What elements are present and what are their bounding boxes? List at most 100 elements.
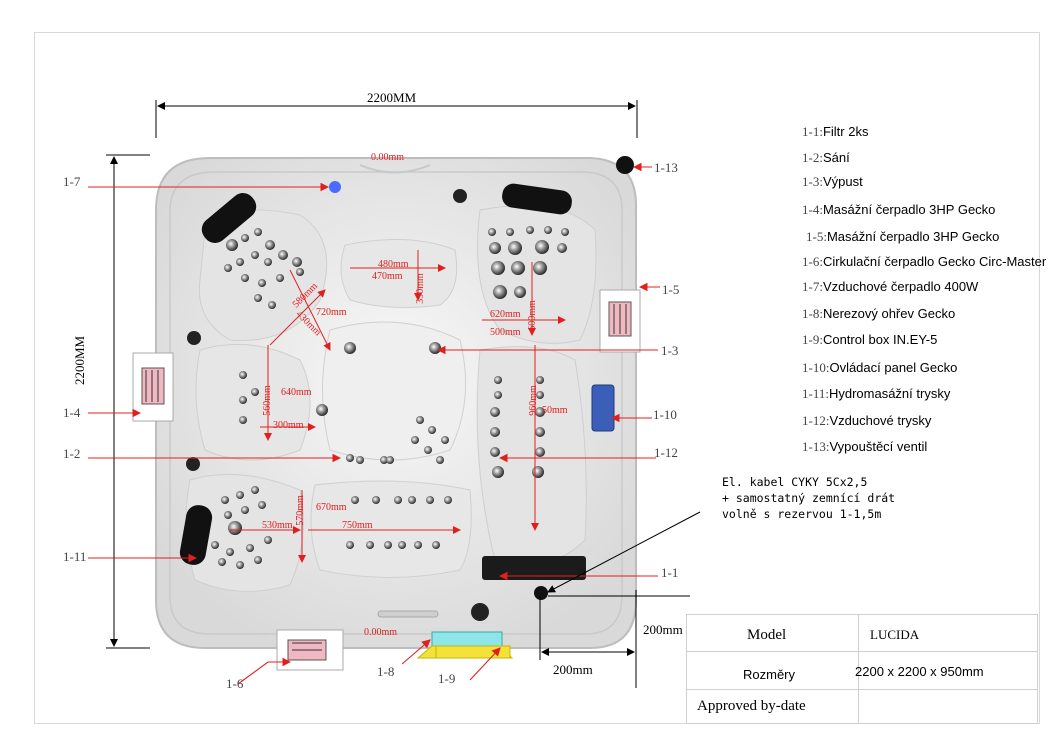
jet	[436, 456, 444, 464]
jet	[561, 228, 569, 236]
size-value: 2200 x 2200 x 950mm	[855, 664, 984, 679]
inner-dimensions	[230, 250, 566, 563]
jet	[239, 396, 247, 404]
suction-left	[187, 331, 201, 345]
legend-item: 1-4:Masážní čerpadlo 3HP Gecko	[802, 202, 995, 218]
jet	[372, 496, 380, 504]
jet	[535, 427, 545, 437]
legend-item: 1-9:Control box IN.EY-5	[802, 332, 937, 348]
jet	[218, 558, 226, 566]
step-cover	[482, 556, 586, 580]
height-dimension	[106, 154, 150, 649]
callout-1-9: 1-9	[438, 671, 456, 686]
jet	[429, 342, 441, 354]
legend-item: 1-1:Filtr 2ks	[802, 124, 868, 140]
jet	[265, 240, 275, 250]
title-block-divider-h2	[687, 689, 1037, 690]
width-label: 2200MM	[367, 90, 417, 105]
jet	[292, 257, 302, 267]
jet	[532, 466, 544, 478]
tub-rim	[169, 171, 623, 635]
jet	[416, 416, 424, 424]
jet	[408, 496, 416, 504]
jet	[492, 466, 504, 478]
legend-code: 1-6:	[802, 254, 823, 269]
dim-bottom-zero: 0.00mm	[364, 627, 398, 638]
jet	[508, 241, 522, 255]
seat-bottom-mid	[310, 480, 472, 578]
title-block-divider-h1	[687, 651, 1037, 652]
legend-label: Vzduchové čerpadlo 400W	[822, 279, 979, 294]
pump-1-6	[276, 629, 344, 671]
dim-720: 720mm	[316, 307, 347, 318]
dim-500: 500mm	[490, 327, 521, 338]
headrest-top-right	[502, 183, 572, 215]
jet	[533, 261, 547, 275]
jet	[411, 436, 419, 444]
electric-inlet	[534, 586, 548, 600]
jet	[535, 447, 545, 457]
jet	[514, 286, 526, 298]
jet	[351, 496, 359, 504]
legend-item: 1-2:Sání	[802, 150, 850, 166]
jet	[489, 242, 501, 254]
jet	[264, 536, 272, 544]
jet	[384, 541, 392, 549]
jet	[241, 234, 249, 242]
jet	[251, 486, 259, 494]
jet	[494, 391, 502, 399]
jet	[278, 250, 288, 260]
dim-390: 390mm	[414, 273, 426, 304]
callout-1-10: 1-10	[653, 407, 677, 422]
jet	[511, 261, 525, 275]
callout-1-3: 1-3	[661, 343, 679, 358]
jet	[398, 541, 406, 549]
legend-item: 1-7:Vzduchové čerpadlo 400W	[802, 279, 978, 295]
jet	[557, 243, 567, 253]
jet	[254, 294, 262, 302]
dim-600: 600mm	[526, 300, 538, 331]
jet	[356, 456, 364, 464]
legend-label: Cirkulační čerpadlo Gecko Circ-Master	[822, 254, 1047, 269]
dim-670: 670mm	[316, 502, 347, 513]
dim-50: 50mm	[542, 405, 568, 416]
callout-1-8: 1-8	[377, 664, 395, 679]
legend-item: 1-3:Výpust	[802, 174, 863, 190]
jet	[226, 239, 238, 251]
jet	[241, 506, 249, 514]
jet	[366, 541, 374, 549]
jet	[346, 541, 354, 549]
legend-item: 1-13:Vypouštěcí ventil	[802, 439, 927, 455]
jet	[488, 228, 496, 236]
jet	[254, 556, 262, 564]
callout-1-13: 1-13	[654, 160, 678, 175]
callout-1-1: 1-1	[661, 565, 679, 580]
jet	[228, 521, 242, 535]
air-pump-marker	[329, 181, 341, 193]
legend-item: 1-8:Nerezový ohřev Gecko	[802, 306, 955, 322]
cable-note: El. kabel CYKY 5Cx2,5 + samostatný zemní…	[722, 475, 896, 521]
jet	[276, 274, 284, 282]
approved-label: Approved by-date	[697, 698, 806, 714]
jet	[380, 456, 388, 464]
jet	[224, 264, 232, 272]
legend-item: 1-6:Cirkulační čerpadlo Gecko Circ-Maste…	[802, 254, 1046, 270]
legend-code: 1-9:	[802, 332, 823, 347]
jet	[424, 446, 432, 454]
callout-1-2: 1-2	[63, 446, 81, 461]
suction-top	[453, 189, 467, 203]
legend-label: Vzduchové trysky	[829, 413, 932, 428]
callout-1-7: 1-7	[63, 174, 81, 189]
pump-1-4	[132, 352, 174, 422]
legend-code: 1-7:	[802, 279, 823, 294]
jet	[432, 541, 440, 549]
legend-item: 1-12:Vzduchové trysky	[802, 413, 931, 429]
legend-item: 1-5:Masážní čerpadlo 3HP Gecko	[806, 229, 999, 245]
jet	[246, 544, 254, 552]
jet	[535, 240, 549, 254]
cable-leader	[547, 511, 701, 593]
jet	[490, 407, 500, 417]
jet	[414, 541, 422, 549]
jets	[211, 226, 569, 569]
jet	[264, 258, 272, 266]
